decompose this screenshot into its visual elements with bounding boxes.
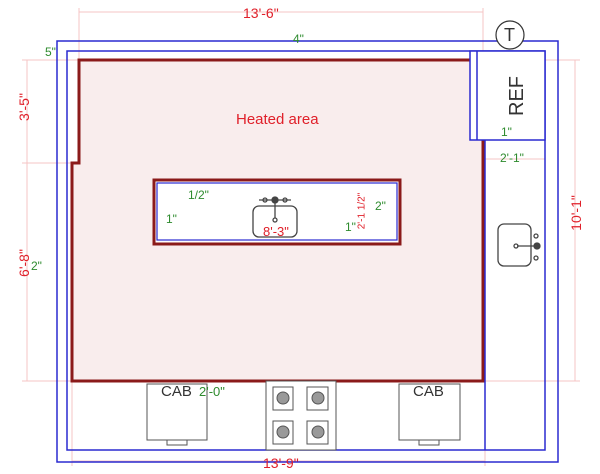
offset-island-right-inner: 1" xyxy=(345,220,356,234)
dim-island-width: 8'-3" xyxy=(263,224,289,239)
offset-top: 4" xyxy=(293,32,304,46)
dim-island-depth: 2'-1 1/2" xyxy=(356,192,368,230)
cabinet-right[interactable] xyxy=(398,383,461,441)
stove[interactable] xyxy=(265,380,337,451)
thermostat-label: T xyxy=(504,25,515,45)
thermostat[interactable] xyxy=(495,20,525,50)
offset-top-left: 5" xyxy=(45,45,56,59)
offset-cab-gap: 2'-0" xyxy=(199,384,225,399)
cabinet-left[interactable] xyxy=(146,383,208,441)
dim-right-height: 10'-1" xyxy=(567,195,584,231)
refrigerator[interactable] xyxy=(469,50,546,141)
wall-sink[interactable] xyxy=(497,223,541,267)
offset-island-left: 1" xyxy=(166,212,177,226)
island-sink[interactable] xyxy=(252,196,298,238)
outer-counter-outline xyxy=(56,40,559,463)
offset-island-right: 2" xyxy=(375,199,386,213)
offset-island-top: 1/2" xyxy=(188,188,209,202)
ref-label: REF xyxy=(506,76,528,116)
dim-left-lower: 6'-8" xyxy=(15,249,32,277)
dim-top-width: 13'-6" xyxy=(243,5,279,21)
dim-bottom-width: 13'-9" xyxy=(263,455,299,471)
dim-left-upper: 3'-5" xyxy=(15,93,32,121)
offset-ref-bottom: 1" xyxy=(501,125,512,139)
room-label: Heated area xyxy=(236,111,319,128)
offset-right-counter: 2'-1" xyxy=(500,151,524,165)
offset-left: 2" xyxy=(31,259,42,273)
cabinet-left-label: CAB xyxy=(161,383,192,400)
cabinet-right-label: CAB xyxy=(413,383,444,400)
